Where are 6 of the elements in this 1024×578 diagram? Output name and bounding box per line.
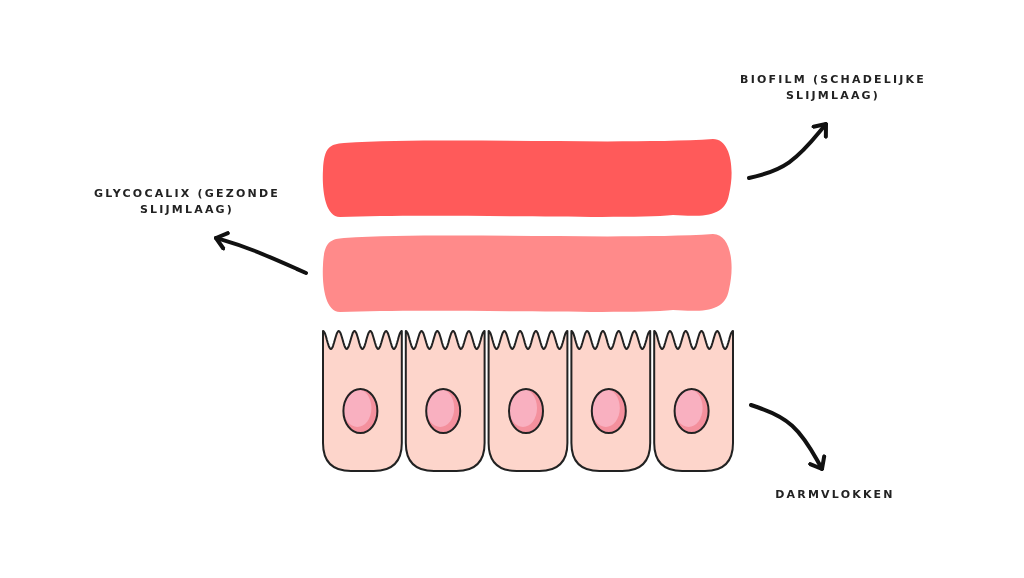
curved-arrow [749,403,827,471]
curved-arrow [747,122,828,180]
annotation-label: DARMVLOKKEN [774,487,896,503]
curved-arrow [214,231,308,275]
annotation-label: BIOFILM (SCHADELIJKE SLIJMLAAG) [739,72,927,104]
annotation-label: GLYCOCALIX (GEZONDE SLIJMLAAG) [93,186,281,218]
